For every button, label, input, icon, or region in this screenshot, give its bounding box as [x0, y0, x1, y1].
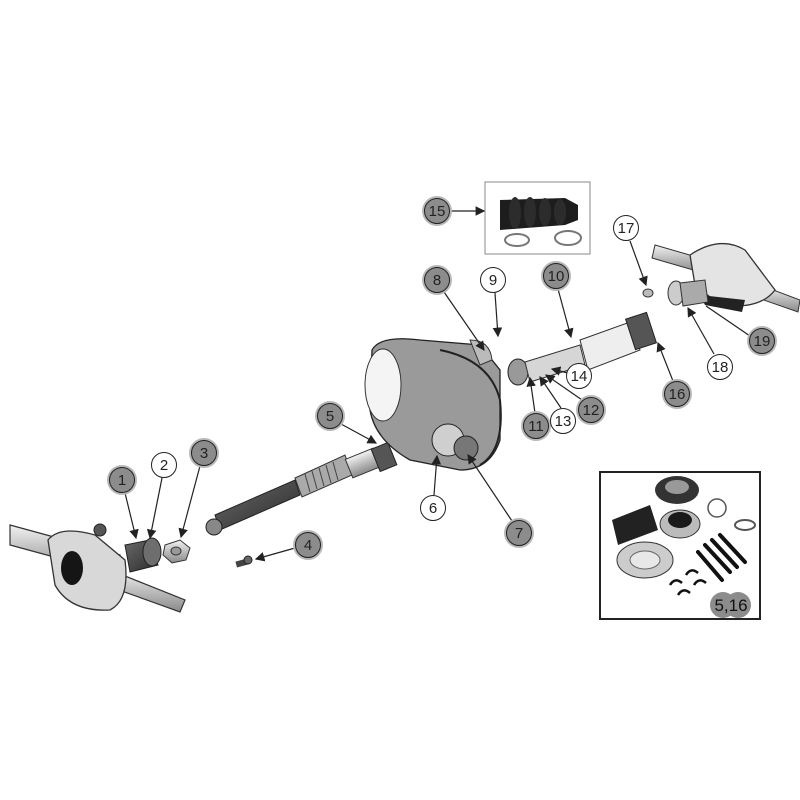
- front-axle: [9, 523, 186, 613]
- callout-12[interactable]: 12: [578, 397, 604, 423]
- callout-14[interactable]: 14: [566, 363, 592, 389]
- callout-label: 2: [159, 456, 169, 474]
- callout-label: 6: [428, 499, 438, 517]
- callout-13[interactable]: 13: [550, 408, 576, 434]
- callout-19[interactable]: 19: [749, 328, 775, 354]
- callout-11[interactable]: 11: [523, 413, 549, 439]
- callout-10[interactable]: 10: [543, 263, 569, 289]
- callout-label: 17: [617, 219, 635, 237]
- pinion-nut: [162, 539, 191, 564]
- callout-label: 3: [199, 444, 209, 462]
- cv-kit-badge[interactable]: 5,16: [708, 593, 754, 619]
- transfer-case: [364, 338, 502, 471]
- callout-label: 14: [570, 367, 588, 385]
- callout-label: 15: [428, 202, 446, 220]
- callout-label: 1: [117, 471, 127, 489]
- callout-1[interactable]: 1: [109, 467, 135, 493]
- callout-label: 12: [582, 401, 600, 419]
- callout-15[interactable]: 15: [424, 198, 450, 224]
- callout-label: 10: [547, 267, 565, 285]
- callout-label: 13: [554, 412, 572, 430]
- callout-label: 7: [514, 524, 524, 542]
- cv-kit-inset: [599, 471, 761, 620]
- callout-2[interactable]: 2: [151, 452, 177, 478]
- front-driveshaft: [205, 441, 398, 536]
- rear-axle: [642, 243, 800, 313]
- callout-label: 8: [432, 271, 442, 289]
- pinion-seal: [142, 537, 162, 567]
- callout-label: 4: [303, 536, 313, 554]
- callout-label: 5: [325, 407, 335, 425]
- bolt: [235, 555, 253, 568]
- callout-7[interactable]: 7: [506, 520, 532, 546]
- callout-label: 18: [711, 358, 729, 376]
- callout-label: 16: [668, 385, 686, 403]
- callout-9[interactable]: 9: [480, 267, 506, 293]
- callout-label: 9: [488, 271, 498, 289]
- leader-lines: [124, 206, 751, 562]
- callout-6[interactable]: 6: [420, 495, 446, 521]
- callout-label: 11: [528, 417, 544, 435]
- callout-18[interactable]: 18: [707, 354, 733, 380]
- callout-8[interactable]: 8: [424, 267, 450, 293]
- rear-driveshaft: [507, 311, 658, 386]
- kit-badge-label: 5,16: [714, 596, 748, 615]
- boot-kit-inset: [484, 181, 591, 255]
- callout-4[interactable]: 4: [295, 532, 321, 558]
- callout-5[interactable]: 5: [317, 403, 343, 429]
- callout-label: 19: [753, 332, 771, 350]
- callout-17[interactable]: 17: [613, 215, 639, 241]
- callout-3[interactable]: 3: [191, 440, 217, 466]
- callout-16[interactable]: 16: [664, 381, 690, 407]
